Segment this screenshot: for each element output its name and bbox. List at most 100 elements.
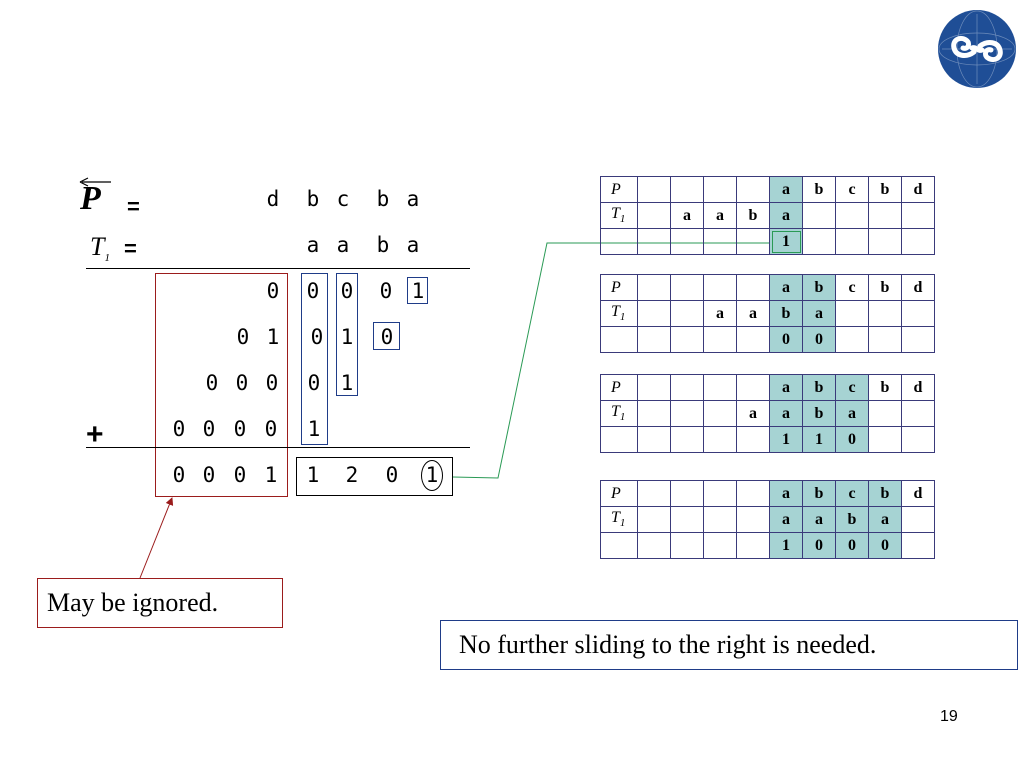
cell bbox=[637, 480, 671, 507]
cell bbox=[703, 228, 737, 255]
cell bbox=[736, 506, 770, 533]
sum-digit: 0 bbox=[172, 417, 186, 441]
cell: b bbox=[868, 176, 902, 203]
connector-line bbox=[139, 497, 174, 579]
t1-letter: b bbox=[376, 233, 390, 257]
cell: b bbox=[736, 202, 770, 229]
cell: 1 bbox=[769, 228, 803, 255]
shift-table-4: P a b c b d T1 a a b a 1 0 0 0 bbox=[600, 480, 935, 559]
row-label: P bbox=[600, 480, 638, 507]
cell bbox=[703, 506, 737, 533]
cell: 0 bbox=[835, 426, 869, 453]
cell bbox=[736, 228, 770, 255]
result-row: 1 1 0 bbox=[600, 426, 935, 453]
sum-digit: 1 bbox=[340, 371, 354, 395]
cell bbox=[637, 506, 671, 533]
t1-equals: = bbox=[124, 236, 137, 261]
cell bbox=[868, 400, 902, 427]
cell bbox=[637, 202, 671, 229]
cell: a bbox=[835, 400, 869, 427]
ignored-callout: May be ignored. bbox=[37, 578, 283, 628]
column-box bbox=[336, 273, 358, 396]
cell bbox=[670, 176, 704, 203]
result-row: 1 0 0 0 bbox=[600, 532, 935, 559]
cell bbox=[868, 228, 902, 255]
cell: c bbox=[835, 274, 869, 301]
cell bbox=[736, 274, 770, 301]
p-symbol: P bbox=[80, 180, 101, 217]
row-label: P bbox=[600, 374, 638, 401]
row-label bbox=[600, 426, 638, 453]
cell: 0 bbox=[868, 532, 902, 559]
cell: b bbox=[802, 400, 836, 427]
sum-digit: 0 bbox=[205, 371, 219, 395]
t1-symbol: T1 bbox=[90, 232, 110, 265]
cell: b bbox=[802, 374, 836, 401]
p-letter: d bbox=[266, 187, 280, 211]
cell: 0 bbox=[802, 532, 836, 559]
sum-digit: 1 bbox=[266, 325, 280, 349]
cell bbox=[868, 300, 902, 327]
cell bbox=[703, 176, 737, 203]
sum-digit: 0 bbox=[202, 417, 216, 441]
sum-digit: 0 bbox=[306, 279, 320, 303]
row-label: T1 bbox=[600, 400, 638, 427]
cell bbox=[637, 176, 671, 203]
cell bbox=[637, 400, 671, 427]
cell: a bbox=[736, 300, 770, 327]
cell bbox=[835, 300, 869, 327]
cell bbox=[901, 506, 935, 533]
p-row: P a b c b d bbox=[600, 374, 935, 401]
shift-table-3: P a b c b d T1 a a b a 1 1 0 bbox=[600, 374, 935, 453]
cell bbox=[670, 480, 704, 507]
left-arrow-icon bbox=[79, 177, 111, 187]
cell: d bbox=[901, 480, 935, 507]
cell bbox=[868, 326, 902, 353]
cell: b bbox=[835, 506, 869, 533]
cell bbox=[703, 426, 737, 453]
row-label bbox=[600, 228, 638, 255]
cell bbox=[835, 228, 869, 255]
cell bbox=[637, 274, 671, 301]
result-digit: 1 bbox=[264, 463, 278, 487]
sum-digit: 0 bbox=[264, 417, 278, 441]
p-letter: b bbox=[306, 187, 320, 211]
sum-digit: 0 bbox=[380, 325, 394, 349]
cell bbox=[736, 176, 770, 203]
cell bbox=[670, 374, 704, 401]
t-row: T1 a a b a bbox=[600, 506, 935, 533]
cell bbox=[736, 374, 770, 401]
result-digit: 0 bbox=[233, 463, 247, 487]
cell bbox=[670, 532, 704, 559]
cell bbox=[736, 532, 770, 559]
sum-digit: 1 bbox=[340, 325, 354, 349]
cell: 1 bbox=[802, 426, 836, 453]
cell bbox=[670, 228, 704, 255]
p-equals: = bbox=[127, 194, 140, 219]
result-digit: 1 bbox=[425, 463, 439, 487]
cell bbox=[802, 228, 836, 255]
cell bbox=[868, 426, 902, 453]
shift-table-1: P a b c b d T1 a a b a 1 bbox=[600, 176, 935, 255]
sum-digit: 0 bbox=[310, 325, 324, 349]
result-row: 1 bbox=[600, 228, 935, 255]
cell bbox=[703, 274, 737, 301]
sum-rule bbox=[86, 447, 470, 448]
university-emblem-icon bbox=[938, 10, 1016, 88]
cell bbox=[703, 326, 737, 353]
sum-digit: 0 bbox=[233, 417, 247, 441]
t1-letter: a bbox=[306, 233, 320, 257]
cell: c bbox=[835, 176, 869, 203]
cell: a bbox=[703, 202, 737, 229]
result-digit: 2 bbox=[345, 463, 359, 487]
sum-digit: 0 bbox=[379, 279, 393, 303]
no-sliding-callout: No further sliding to the right is neede… bbox=[440, 620, 1018, 670]
cell: b bbox=[868, 274, 902, 301]
result-digit: 1 bbox=[306, 463, 320, 487]
cell bbox=[670, 326, 704, 353]
result-row: 0 0 bbox=[600, 326, 935, 353]
t1-letter: a bbox=[406, 233, 420, 257]
cell bbox=[901, 326, 935, 353]
cell: a bbox=[802, 300, 836, 327]
plus-sign: + bbox=[86, 418, 104, 451]
